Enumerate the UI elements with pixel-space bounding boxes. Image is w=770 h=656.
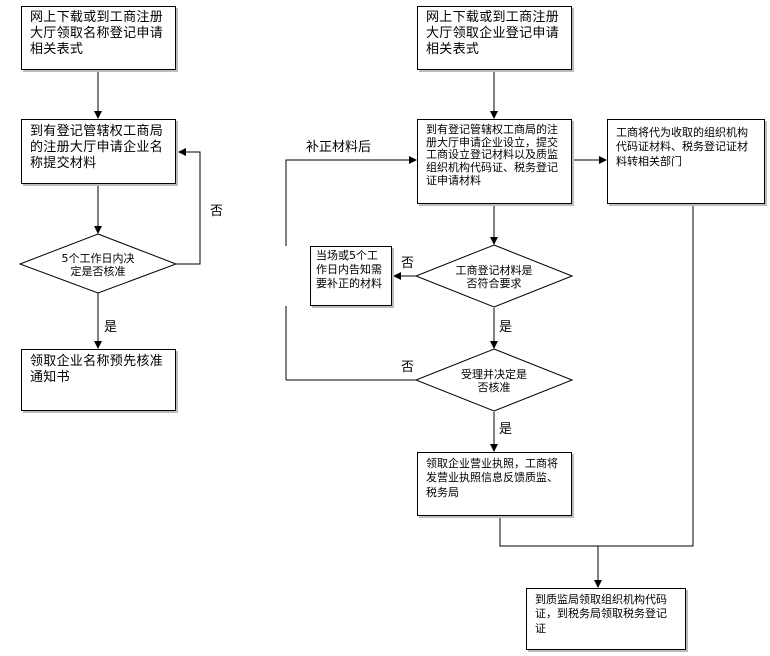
right-no-label-1: 否 — [401, 256, 415, 271]
arrow-left-decision-no-loop — [176, 148, 201, 265]
arrow-right-notify-supplement-loop — [285, 156, 417, 246]
right-license-text: 领取企业营业执照，工商将发营业执照信息反馈质监、税务局 — [426, 457, 558, 499]
right-final-box: 到质监局领取组织机构代码证，到税务局领取税务登记证 — [526, 588, 686, 650]
left-download-box: 网上下载或到工商注册大厅领取名称登记申请相关表式 — [21, 6, 176, 70]
right-submit-box: 到有登记管辖权工商局的注册大厅申请企业设立，提交工商设立登记材料以及质监组织机构… — [417, 119, 572, 204]
right-notify-text: 当场或5个工作日内告知需要补正的材料 — [316, 249, 382, 290]
right-transfer-text: 工商将代为收取的组织机构代码证材料、税务登记证材料转相关部门 — [616, 126, 748, 168]
line-right-license-down — [499, 516, 598, 547]
left-submit-text: 到有登记管辖权工商局的注册大厅申请企业名称提交材料 — [30, 124, 164, 171]
decision-diamond-accept — [414, 348, 574, 412]
decision-diamond-materials — [414, 244, 574, 308]
right-materials-decision-text: 工商登记材料是否符合要求 — [455, 264, 533, 291]
line-right-transfer-down — [598, 204, 694, 547]
left-download-text: 网上下载或到工商注册大厅领取名称登记申请相关表式 — [30, 10, 164, 57]
decision-diamond-left — [18, 233, 178, 294]
right-transfer-box: 工商将代为收取的组织机构代码证材料、税务登记证材料转相关部门 — [607, 119, 765, 204]
right-download-box: 网上下载或到工商注册大厅领取企业登记申请相关表式 — [417, 6, 572, 70]
left-submit-box: 到有登记管辖权工商局的注册大厅申请企业名称提交材料 — [21, 119, 176, 184]
right-yes-label-1: 是 — [499, 320, 513, 335]
right-download-text: 网上下载或到工商注册大厅领取企业登记申请相关表式 — [426, 10, 560, 57]
left-no-label: 否 — [210, 204, 224, 219]
left-result-text: 领取企业名称预先核准通知书 — [30, 354, 164, 385]
right-accept-decision-text: 受理并决定是否核准 — [461, 368, 527, 395]
right-yes-label-2: 是 — [499, 422, 513, 437]
right-license-box: 领取企业营业执照，工商将发营业执照信息反馈质监、税务局 — [417, 452, 572, 516]
right-submit-text: 到有登记管辖权工商局的注册大厅申请企业设立，提交工商设立登记材料以及质监组织机构… — [426, 123, 558, 187]
left-decision-text: 5个工作日内决定是否核准 — [61, 252, 135, 279]
left-yes-label: 是 — [104, 320, 118, 335]
left-result-box: 领取企业名称预先核准通知书 — [21, 349, 176, 411]
right-no-label-2: 否 — [401, 360, 415, 375]
right-notify-box: 当场或5个工作日内告知需要补正的材料 — [310, 246, 392, 306]
right-supplement-label: 补正材料后 — [306, 140, 372, 155]
right-final-text: 到质监局领取组织机构代码证，到税务局领取税务登记证 — [535, 593, 667, 635]
